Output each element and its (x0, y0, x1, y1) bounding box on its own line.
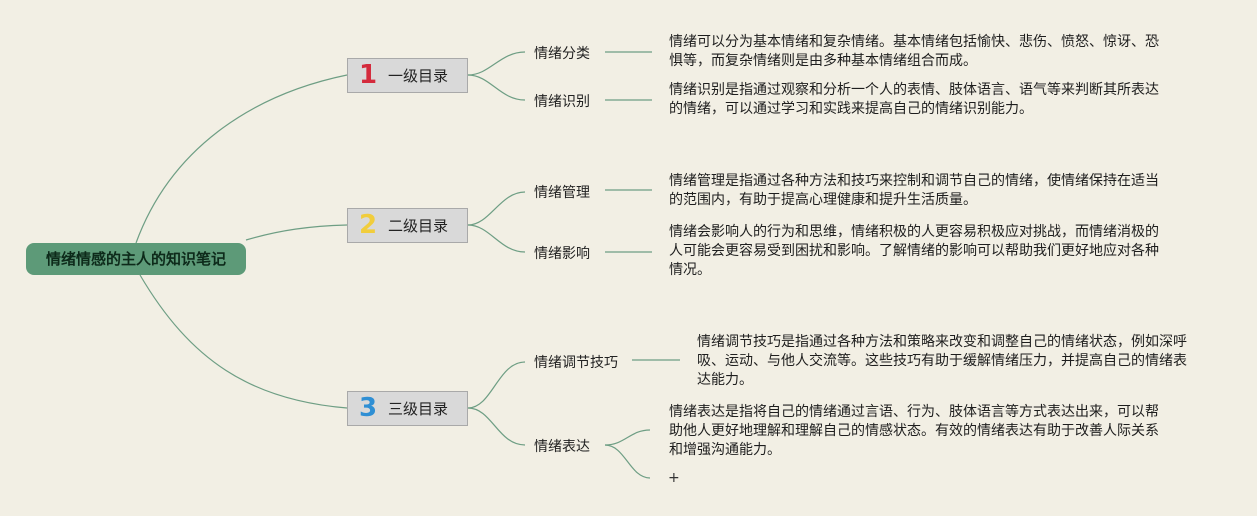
level-node-3[interactable]: 3 三级目录 (347, 391, 468, 426)
connector-level-3-topic-1 (467, 361, 526, 409)
topic-description: 情绪会影响人的行为和思维，情绪积极的人更容易积极应对挑战，而情绪消极的人可能会更… (669, 224, 1159, 278)
topic-label: 情绪管理 (534, 185, 590, 201)
topic-description: 情绪调节技巧是指通过各种方法和策略来改变和调整自己的情绪状态，例如深呼吸、运动、… (697, 334, 1187, 388)
add-node-button[interactable]: + (668, 470, 680, 486)
connector-root-level-2 (245, 224, 348, 241)
topic-label: 情绪表达 (534, 439, 590, 455)
topic-label: 情绪调节技巧 (534, 355, 618, 371)
level-label: 一级目录 (388, 67, 449, 85)
topic-label: 情绪识别 (534, 94, 590, 110)
level-node-2[interactable]: 2 二级目录 (347, 208, 468, 243)
topic-node-emotion-recognition[interactable]: 情绪识别 (534, 91, 590, 111)
topic-node-emotion-influence[interactable]: 情绪影响 (534, 243, 590, 263)
connector-root-level-1 (135, 74, 348, 244)
connector-topic-desc-6 (604, 429, 651, 446)
topic-node-emotion-classification[interactable]: 情绪分类 (534, 43, 590, 63)
topic-description: 情绪表达是指将自己的情绪通过言语、行为、肢体语言等方式表达出来，可以帮助他人更好… (669, 404, 1159, 458)
level-number: 1 (358, 60, 378, 90)
level-label: 二级目录 (388, 217, 449, 235)
level-number: 2 (358, 210, 378, 240)
root-node[interactable]: 情绪情感的主人的知识笔记 (26, 243, 246, 275)
topic-label: 情绪分类 (534, 46, 590, 62)
connector-root-level-3 (139, 274, 348, 409)
level-node-1[interactable]: 1 一级目录 (347, 58, 468, 93)
level-label: 三级目录 (388, 400, 449, 418)
topic-description: 情绪可以分为基本情绪和复杂情绪。基本情绪包括愉快、悲伤、愤怒、惊讶、恐惧等，而复… (669, 34, 1159, 69)
connector-level-2-topic-2 (467, 224, 526, 253)
connector-topic-plus (604, 444, 651, 479)
topic-node-emotion-regulation-skills[interactable]: 情绪调节技巧 (534, 352, 618, 372)
level-number: 3 (358, 393, 378, 423)
topic-description: 情绪管理是指通过各种方法和技巧来控制和调节自己的情绪，使情绪保持在适当的范围内，… (669, 173, 1159, 208)
topic-node-emotion-management[interactable]: 情绪管理 (534, 182, 590, 202)
root-label: 情绪情感的主人的知识笔记 (45, 250, 226, 268)
connector-level-2-topic-1 (467, 191, 526, 226)
topic-label: 情绪影响 (534, 246, 590, 262)
connector-level-3-topic-2 (467, 407, 526, 446)
connector-level-1-topic-1 (467, 51, 526, 76)
topic-description: 情绪识别是指通过观察和分析一个人的表情、肢体语言、语气等来判断其所表达的情绪，可… (669, 82, 1159, 117)
topic-node-emotion-expression[interactable]: 情绪表达 (534, 436, 590, 456)
connector-level-1-topic-2 (467, 74, 526, 101)
